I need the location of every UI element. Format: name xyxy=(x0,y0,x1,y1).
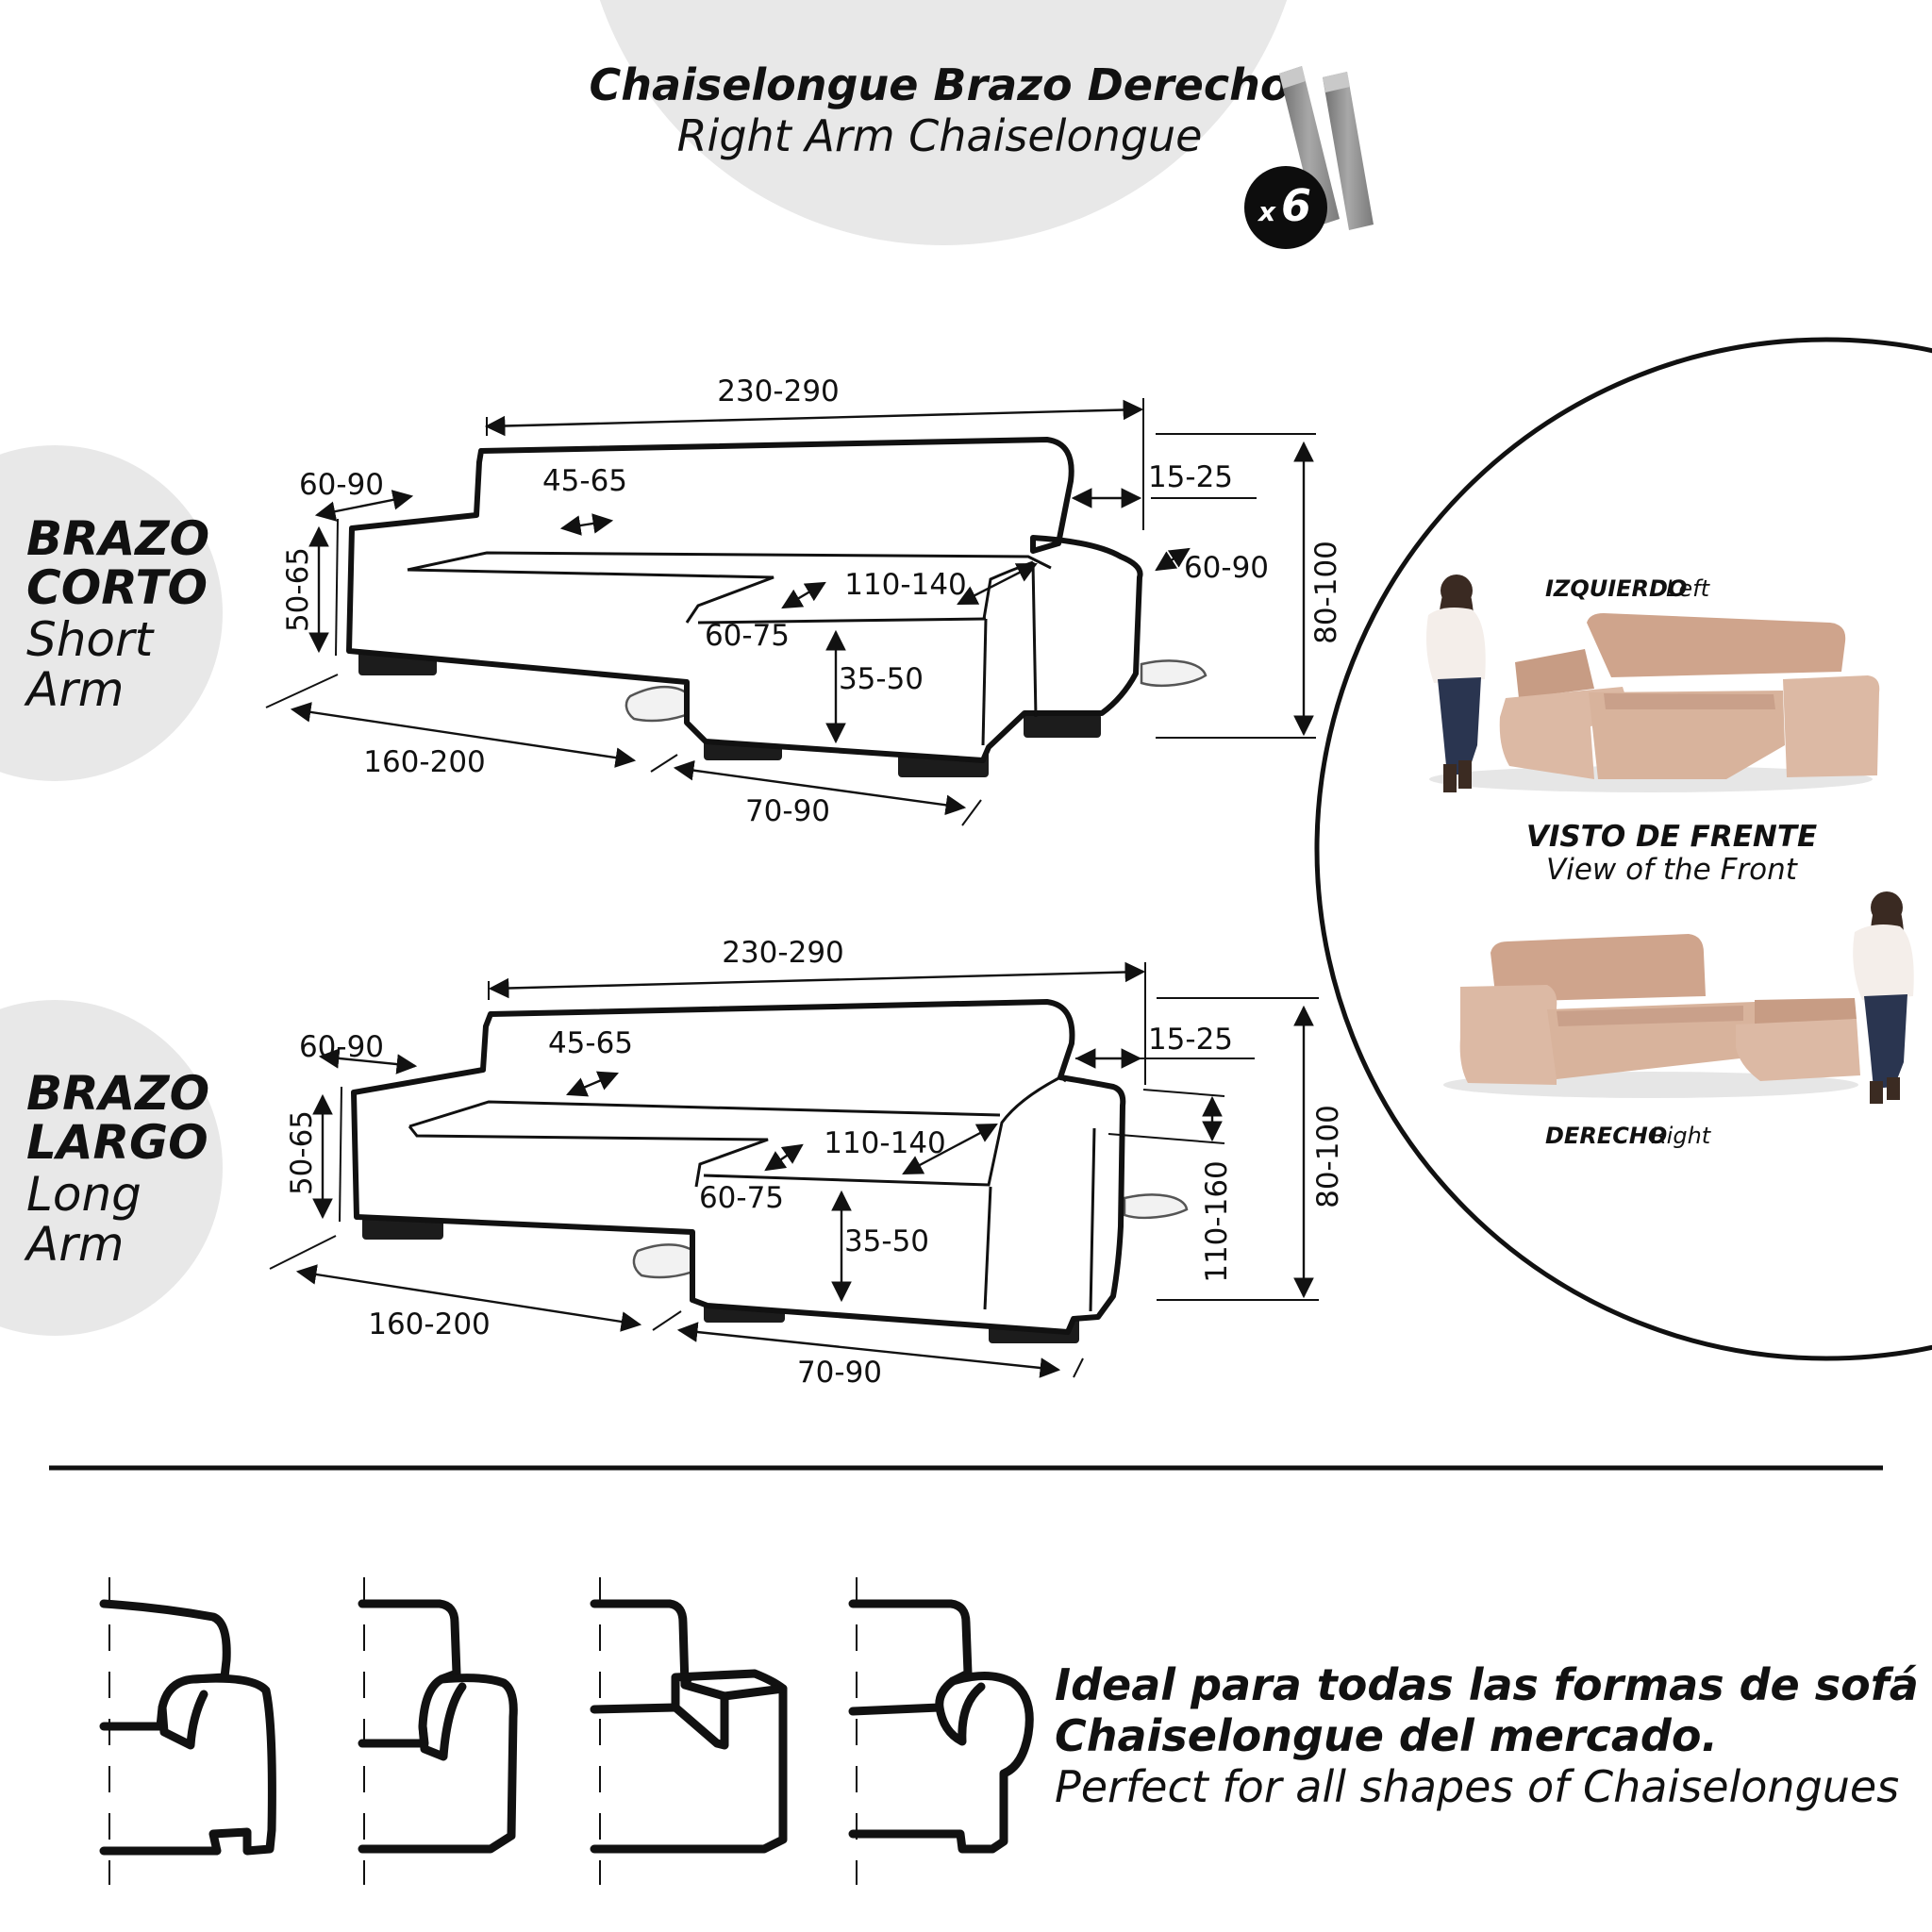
sofa-outline xyxy=(351,999,1126,1335)
front-label-en: View of the Front xyxy=(1546,853,1799,887)
dim-total-width: 230-290 xyxy=(722,936,844,970)
badge-count: 6 xyxy=(1281,180,1311,231)
badge-prefix: x xyxy=(1257,196,1276,227)
short-arm-circle xyxy=(0,445,223,781)
long-arm-es-2: LARGO xyxy=(26,1115,208,1170)
header: Chaiselongue Brazo Derecho Right Arm Cha… xyxy=(590,59,1374,249)
dim-arm-height: 50-65 xyxy=(281,547,315,632)
header-circle xyxy=(599,0,1288,245)
dim-seat-height: 35-50 xyxy=(839,662,924,696)
dim-sofa-length: 160-200 xyxy=(368,1307,491,1341)
dim-chaise-width: 70-90 xyxy=(745,794,830,828)
header-title-es: Chaiselongue Brazo Derecho xyxy=(590,59,1291,110)
armrest-shape-1 xyxy=(99,1577,276,1885)
right-label-es: DERECHO xyxy=(1545,1123,1667,1149)
dim-chaise-length: 110-140 xyxy=(844,568,967,602)
dim-back-depth: 15-25 xyxy=(1148,460,1233,494)
dim-total-width: 230-290 xyxy=(717,375,840,408)
dim-chaise-total: 110-160 xyxy=(1200,1160,1234,1283)
dim-seat-depth: 45-65 xyxy=(548,1026,633,1060)
dimension-lines xyxy=(269,961,1319,1378)
footer-text: Ideal para todas las formas de sofá Chai… xyxy=(1055,1659,1919,1812)
dim-seat-height: 35-50 xyxy=(844,1224,929,1258)
right-chaise-photo xyxy=(1443,934,1860,1098)
front-label-es: VISTO DE FRENTE xyxy=(1526,820,1817,854)
armrest-shape-4 xyxy=(848,1577,1034,1885)
left-label-en: Left xyxy=(1666,575,1711,602)
armrest-shape-3 xyxy=(590,1577,788,1885)
long-arm-label: BRAZO LARGO Long Arm xyxy=(24,1066,209,1272)
dim-arm-width-left: 60-90 xyxy=(299,468,384,502)
short-arm-en-1: Short xyxy=(26,612,156,667)
left-label-es: IZQUIERDO xyxy=(1545,575,1687,602)
quantity-badge xyxy=(1244,166,1327,249)
long-arm-diagram: 230-290 15-25 60-90 45-65 110-140 60-75 … xyxy=(269,936,1345,1390)
short-arm-es-1: BRAZO xyxy=(26,511,209,566)
dimension-lines xyxy=(265,398,1316,826)
armrest-shapes xyxy=(99,1577,1034,1885)
dimension-labels: 230-290 15-25 60-90 45-65 110-140 60-75 … xyxy=(285,936,1345,1390)
person-figure-left xyxy=(1426,575,1486,792)
sofa-outline xyxy=(346,437,1143,763)
dim-chaise-width: 70-90 xyxy=(797,1356,882,1390)
dim-sofa-length: 160-200 xyxy=(363,745,486,779)
sofa-straps xyxy=(632,1193,1189,1279)
long-arm-en-1: Long xyxy=(26,1167,142,1222)
short-arm-label: BRAZO CORTO Short Arm xyxy=(24,511,209,717)
short-arm-en-2: Arm xyxy=(24,662,124,717)
sofa-straps xyxy=(625,659,1208,723)
footer-line-3: Perfect for all shapes of Chaiselongues xyxy=(1055,1761,1899,1812)
footer-line-1: Ideal para todas las formas de sofá xyxy=(1055,1659,1919,1710)
dim-arm-width-left: 60-90 xyxy=(299,1030,384,1064)
long-arm-en-2: Arm xyxy=(24,1217,124,1272)
left-chaise-photo xyxy=(1429,613,1880,792)
dimension-labels: 230-290 15-25 60-90 45-65 110-140 60-90 … xyxy=(281,375,1343,828)
dim-arm-width-right: 60-90 xyxy=(1184,551,1269,585)
right-label-en: Right xyxy=(1651,1123,1712,1149)
short-arm-es-2: CORTO xyxy=(26,560,208,615)
dim-back-depth: 15-25 xyxy=(1148,1023,1233,1057)
dim-total-height: 80-100 xyxy=(1309,541,1343,644)
short-arm-diagram: 230-290 15-25 60-90 45-65 110-140 60-90 … xyxy=(265,375,1343,828)
footer-line-2: Chaiselongue del mercado. xyxy=(1055,1710,1718,1761)
header-title-en: Right Arm Chaiselongue xyxy=(677,110,1203,161)
dim-seat-depth: 45-65 xyxy=(542,464,627,498)
support-bars-icon xyxy=(1279,66,1374,230)
orientation-panel: IZQUIERDO Left VISTO DE FRENTE View of t… xyxy=(1314,337,1932,1361)
long-arm-circle xyxy=(0,1000,223,1336)
dim-arm-height: 50-65 xyxy=(285,1110,319,1195)
long-arm-es-1: BRAZO xyxy=(26,1066,209,1121)
dim-chaise-seat: 60-75 xyxy=(705,619,790,653)
armrest-shape-2 xyxy=(358,1577,518,1885)
dim-chaise-length: 110-140 xyxy=(824,1126,946,1160)
dim-chaise-seat: 60-75 xyxy=(699,1181,784,1215)
person-figure-right xyxy=(1853,891,1914,1104)
dim-total-height: 80-100 xyxy=(1311,1105,1345,1208)
